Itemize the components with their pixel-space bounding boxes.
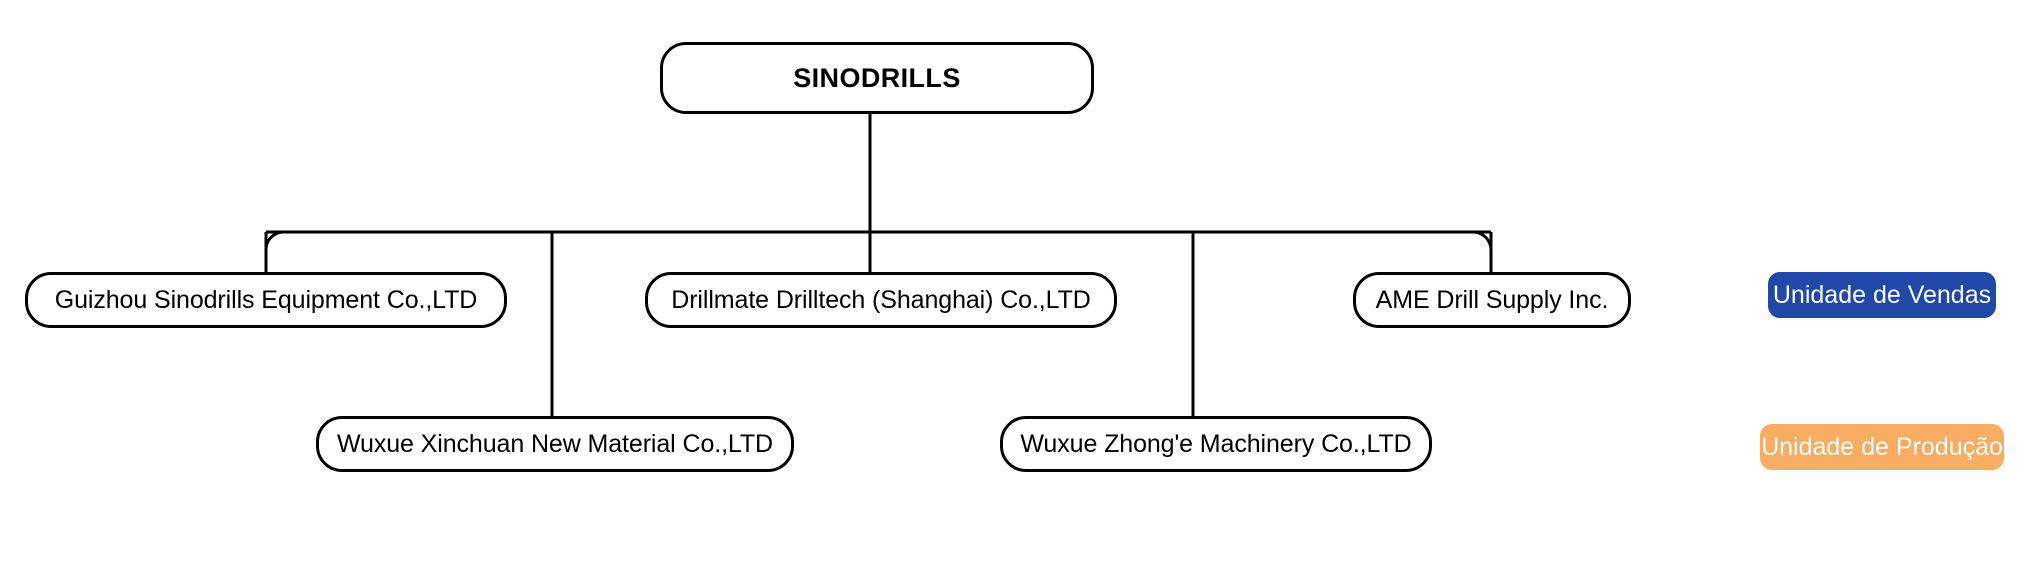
org-node-wuxue-zhonge-machinery[interactable]: Wuxue Zhong'e Machinery Co.,LTD [1000, 416, 1432, 472]
org-node-label: Wuxue Zhong'e Machinery Co.,LTD [1020, 429, 1412, 458]
legend-label: Unidade de Vendas [1772, 280, 1992, 309]
org-node-label: SINODRILLS [793, 62, 961, 93]
legend-production-unit[interactable]: Unidade de Produção [1760, 424, 2004, 470]
org-node-label: Wuxue Xinchuan New Material Co.,LTD [336, 429, 774, 458]
legend-label: Unidade de Produção [1761, 432, 2003, 461]
org-node-label: Drillmate Drilltech (Shanghai) Co.,LTD [671, 285, 1091, 314]
org-node-ame-drill-supply[interactable]: AME Drill Supply Inc. [1353, 272, 1631, 328]
org-node-drillmate-drilltech-shanghai[interactable]: Drillmate Drilltech (Shanghai) Co.,LTD [645, 272, 1117, 328]
legend-sales-unit[interactable]: Unidade de Vendas [1768, 272, 1996, 318]
connector-corner-right [1457, 230, 1493, 252]
org-node-wuxue-xinchuan-new-material[interactable]: Wuxue Xinchuan New Material Co.,LTD [316, 416, 794, 472]
connector-corner-left [264, 230, 300, 250]
org-node-label: AME Drill Supply Inc. [1375, 285, 1609, 314]
org-node-label: Guizhou Sinodrills Equipment Co.,LTD [54, 285, 478, 314]
org-node-sinodrills[interactable]: SINODRILLS [660, 42, 1094, 114]
org-node-guizhou-sinodrills-equipment[interactable]: Guizhou Sinodrills Equipment Co.,LTD [25, 272, 507, 328]
